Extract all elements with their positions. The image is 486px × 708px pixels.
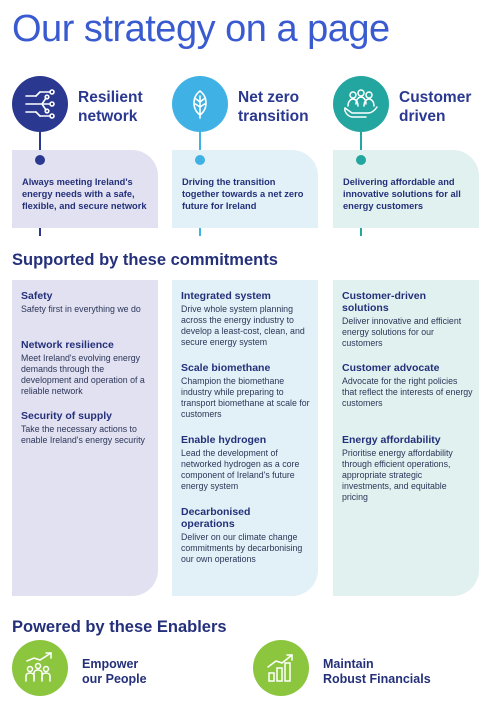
commitment-item: Enable hydrogen Lead the development of … bbox=[181, 434, 312, 492]
pillar-dot bbox=[356, 155, 366, 165]
commitment-body: Prioritise energy affordability through … bbox=[342, 448, 453, 502]
enabler-icon-circle bbox=[253, 640, 309, 696]
commitments-title: Supported by these commitments bbox=[12, 251, 278, 269]
pillar-dot bbox=[35, 155, 45, 165]
pillar-title: Customer driven bbox=[399, 89, 472, 125]
commitments-column-net-zero: Integrated system Drive whole system pla… bbox=[172, 280, 318, 596]
commitment-item: Integrated system Drive whole system pla… bbox=[181, 290, 312, 348]
enabler-icon-circle bbox=[12, 640, 68, 696]
circuit-icon bbox=[25, 89, 55, 119]
commitment-item: Customer advocate Advocate for the right… bbox=[342, 362, 473, 409]
people-growth-icon bbox=[25, 652, 52, 682]
enabler-empower-people: Empower our People bbox=[12, 640, 232, 700]
commitment-heading: Enable hydrogen bbox=[181, 434, 267, 446]
enablers-title: Powered by these Enablers bbox=[12, 618, 227, 636]
leaf-icon bbox=[193, 89, 207, 119]
enabler-title: Maintain Robust Financials bbox=[323, 657, 431, 686]
financial-growth-icon bbox=[267, 654, 293, 682]
commitment-heading: Network resilience bbox=[21, 339, 114, 351]
commitment-heading: Security of supply bbox=[21, 410, 113, 422]
pillar-net-zero-transition: Net zero transition bbox=[172, 76, 322, 236]
pillar-description: Delivering affordable and innovative sol… bbox=[343, 177, 461, 211]
commitment-body: Advocate for the right policies that ref… bbox=[342, 376, 473, 408]
commitment-heading: Energy affordability bbox=[342, 434, 441, 446]
pillar-customer-driven: Customer driven bbox=[333, 76, 483, 236]
enabler-title: Empower our People bbox=[82, 657, 147, 686]
commitment-item: Decarbonised operations Deliver on our c… bbox=[181, 506, 302, 565]
pillar-icon-circle bbox=[172, 76, 228, 132]
commitment-heading: Scale biomethane bbox=[181, 362, 271, 374]
commitment-heading: Customer advocate bbox=[342, 362, 440, 374]
pillar-card-net-zero-transition: Driving the transition together towards … bbox=[172, 150, 318, 228]
commitment-heading: Customer-driven solutions bbox=[342, 290, 427, 314]
enabler-robust-financials: Maintain Robust Financials bbox=[253, 640, 473, 700]
pillar-title: Net zero transition bbox=[238, 89, 309, 125]
people-in-hand-icon bbox=[344, 89, 378, 118]
commitment-body: Champion the biomethane industry while p… bbox=[181, 376, 310, 419]
commitment-item: Security of supply Take the necessary ac… bbox=[21, 410, 152, 446]
pillar-icon-circle bbox=[333, 76, 389, 132]
pillar-dot bbox=[195, 155, 205, 165]
commitment-body: Meet Ireland's evolving energy demands t… bbox=[21, 353, 145, 396]
commitment-item: Scale biomethane Champion the biomethane… bbox=[181, 362, 312, 420]
commitment-body: Deliver innovative and efficient energy … bbox=[342, 316, 462, 348]
commitment-item: Network resilience Meet Ireland's evolvi… bbox=[21, 339, 152, 397]
commitment-heading: Safety bbox=[21, 290, 53, 302]
commitment-heading: Integrated system bbox=[181, 290, 271, 302]
page-title: Our strategy on a page bbox=[12, 8, 390, 50]
commitments-column-customer-driven: Customer-driven solutions Deliver innova… bbox=[333, 280, 479, 596]
commitment-item: Safety Safety first in everything we do bbox=[21, 290, 152, 315]
commitment-body: Safety first in everything we do bbox=[21, 304, 141, 314]
pillar-card-customer-driven: Delivering affordable and innovative sol… bbox=[333, 150, 479, 228]
commitment-item: Customer-driven solutions Deliver innova… bbox=[342, 290, 461, 349]
commitment-item: Energy affordability Prioritise energy a… bbox=[342, 434, 473, 503]
pillar-title: Resilient network bbox=[78, 89, 143, 125]
commitment-body: Deliver on our climate change commitment… bbox=[181, 532, 303, 564]
pillar-description: Driving the transition together towards … bbox=[182, 177, 304, 211]
commitment-heading: Decarbonised operations bbox=[181, 506, 251, 530]
pillar-resilient-network: Resilient network bbox=[12, 76, 162, 236]
commitment-body: Take the necessary actions to enable Ire… bbox=[21, 424, 145, 445]
commitment-body: Drive whole system planning across the e… bbox=[181, 304, 305, 347]
commitments-column-resilient-network: Safety Safety first in everything we do … bbox=[12, 280, 158, 596]
pillar-description: Always meeting Ireland's energy needs wi… bbox=[22, 177, 147, 211]
pillar-icon-circle bbox=[12, 76, 68, 132]
pillar-card-resilient-network: Always meeting Ireland's energy needs wi… bbox=[12, 150, 158, 228]
commitment-body: Lead the development of networked hydrog… bbox=[181, 448, 300, 491]
